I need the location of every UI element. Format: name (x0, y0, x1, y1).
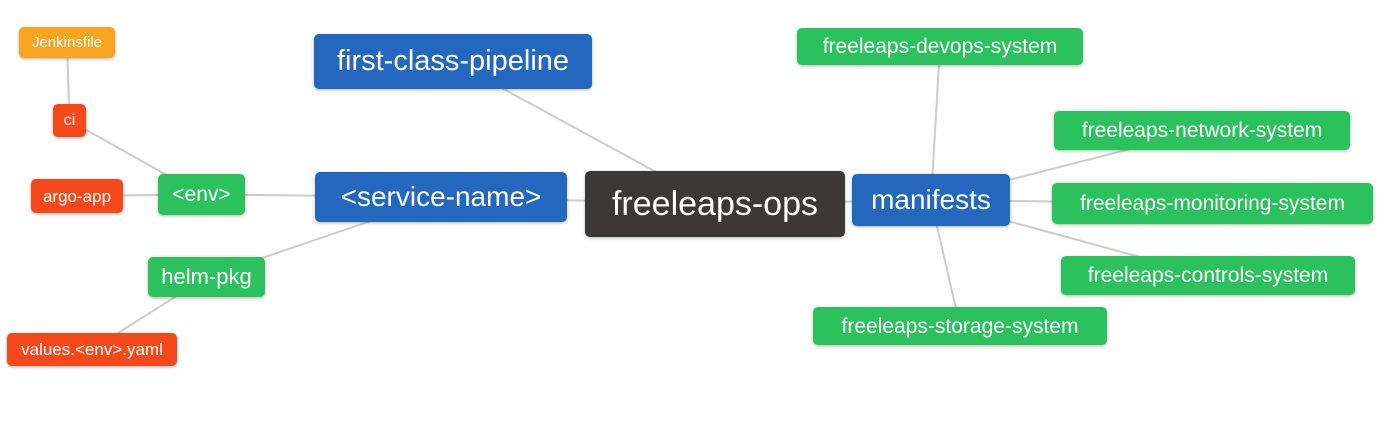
node-jenkinsfile[interactable]: Jenkinsfile (19, 27, 115, 58)
node-freeleaps-storage-system[interactable]: freeleaps-storage-system (813, 307, 1107, 345)
node-helm-pkg[interactable]: helm-pkg (148, 257, 265, 297)
node-freeleaps-controls-system[interactable]: freeleaps-controls-system (1061, 256, 1355, 295)
node-freeleaps-network-system[interactable]: freeleaps-network-system (1054, 111, 1350, 150)
node-freeleaps-devops-system[interactable]: freeleaps-devops-system (797, 28, 1083, 65)
node-first-class-pipeline[interactable]: first-class-pipeline (314, 34, 592, 89)
node-freeleaps-monitoring-system[interactable]: freeleaps-monitoring-system (1052, 183, 1373, 224)
node-values-env-yaml[interactable]: values.<env>.yaml (7, 333, 177, 366)
node-argo-app[interactable]: argo-app (31, 179, 123, 213)
node-ci[interactable]: ci (53, 104, 86, 137)
node-manifests[interactable]: manifests (852, 174, 1010, 226)
node-freeleaps-ops[interactable]: freeleaps-ops (585, 171, 845, 237)
node-env[interactable]: <env> (158, 174, 245, 215)
node-service-name[interactable]: <service-name> (315, 172, 567, 222)
